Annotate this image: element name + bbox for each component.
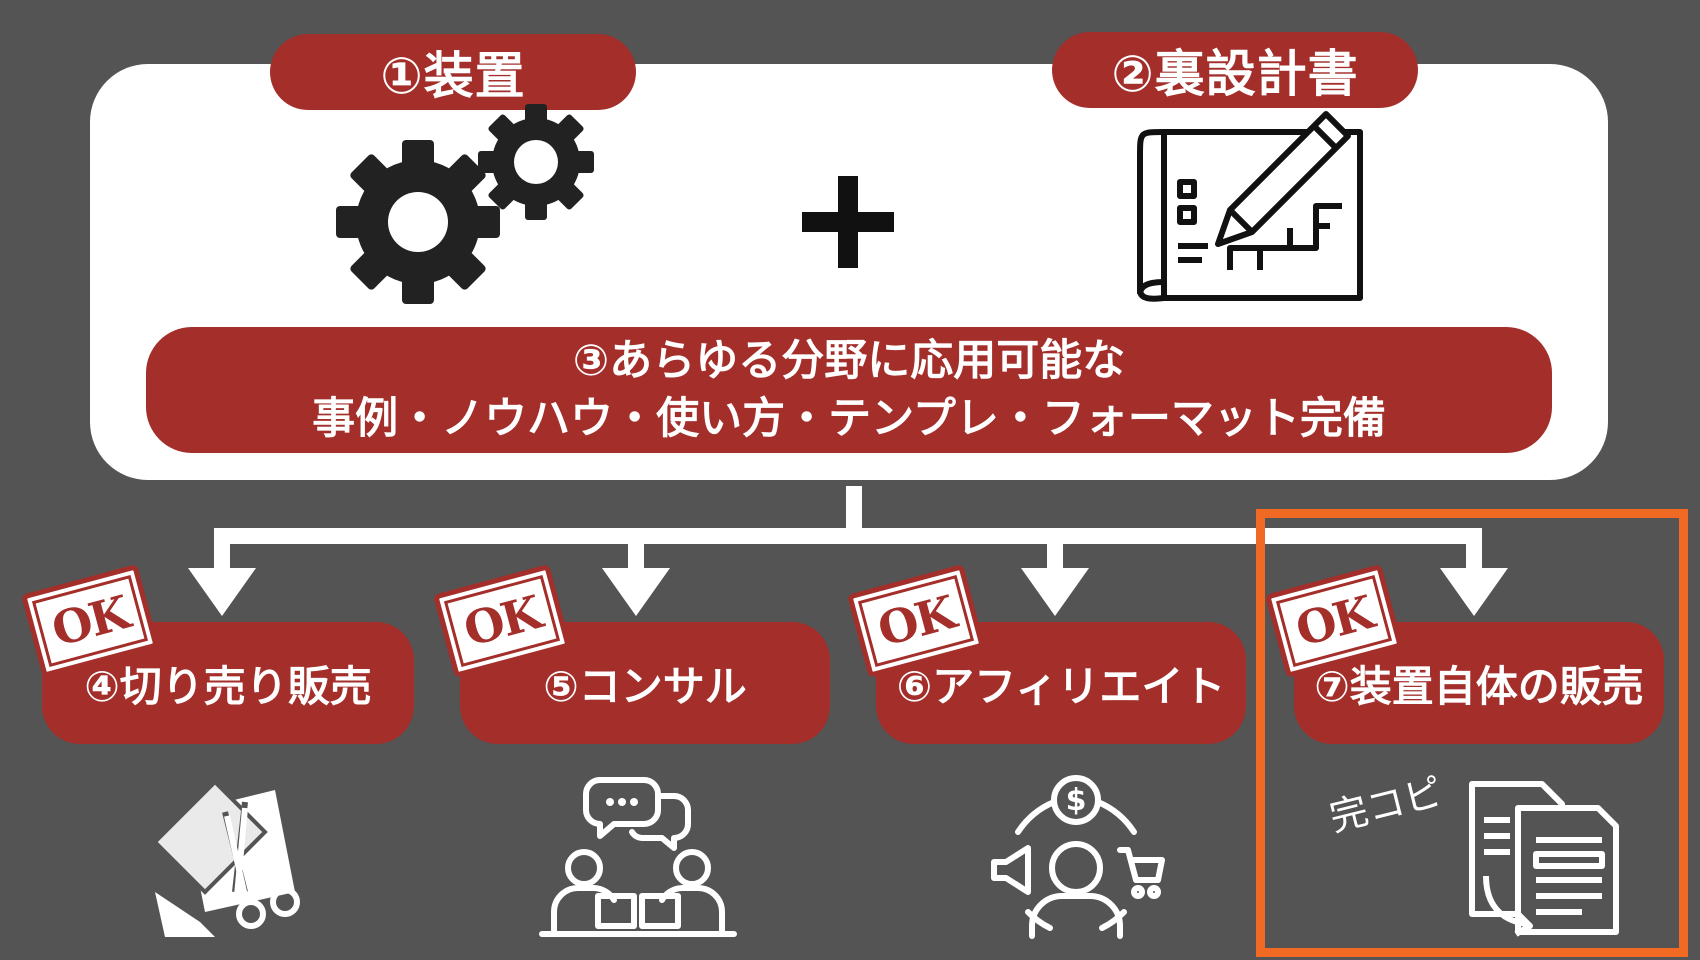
gears-icon: [336, 104, 594, 304]
consultation-icon: [539, 777, 737, 937]
copy-documents-icon: [1469, 781, 1619, 937]
method-device-sales: ⑦装置自体の販売: [1294, 622, 1664, 744]
blueprint-label: ②裏設計書: [1052, 32, 1418, 108]
affiliate-icon: $: [991, 775, 1165, 939]
method-affiliate: ⑥アフィリエイト: [876, 622, 1246, 744]
cut-paper-icon: [152, 779, 300, 937]
svg-text:$: $: [1066, 783, 1087, 818]
plus-icon: [802, 176, 894, 268]
features-bar: ③あらゆる分野に応用可能な 事例・ノウハウ・使い方・テンプレ・フォーマット完備: [146, 327, 1552, 453]
features-line-1: ③あらゆる分野に応用可能な: [572, 336, 1126, 386]
highlight-frame: [1256, 509, 1688, 957]
device-label: ①装置: [270, 34, 636, 110]
blueprint-pencil-icon: [1137, 111, 1363, 302]
features-line-2: 事例・ノウハウ・使い方・テンプレ・フォーマット完備: [312, 394, 1386, 444]
